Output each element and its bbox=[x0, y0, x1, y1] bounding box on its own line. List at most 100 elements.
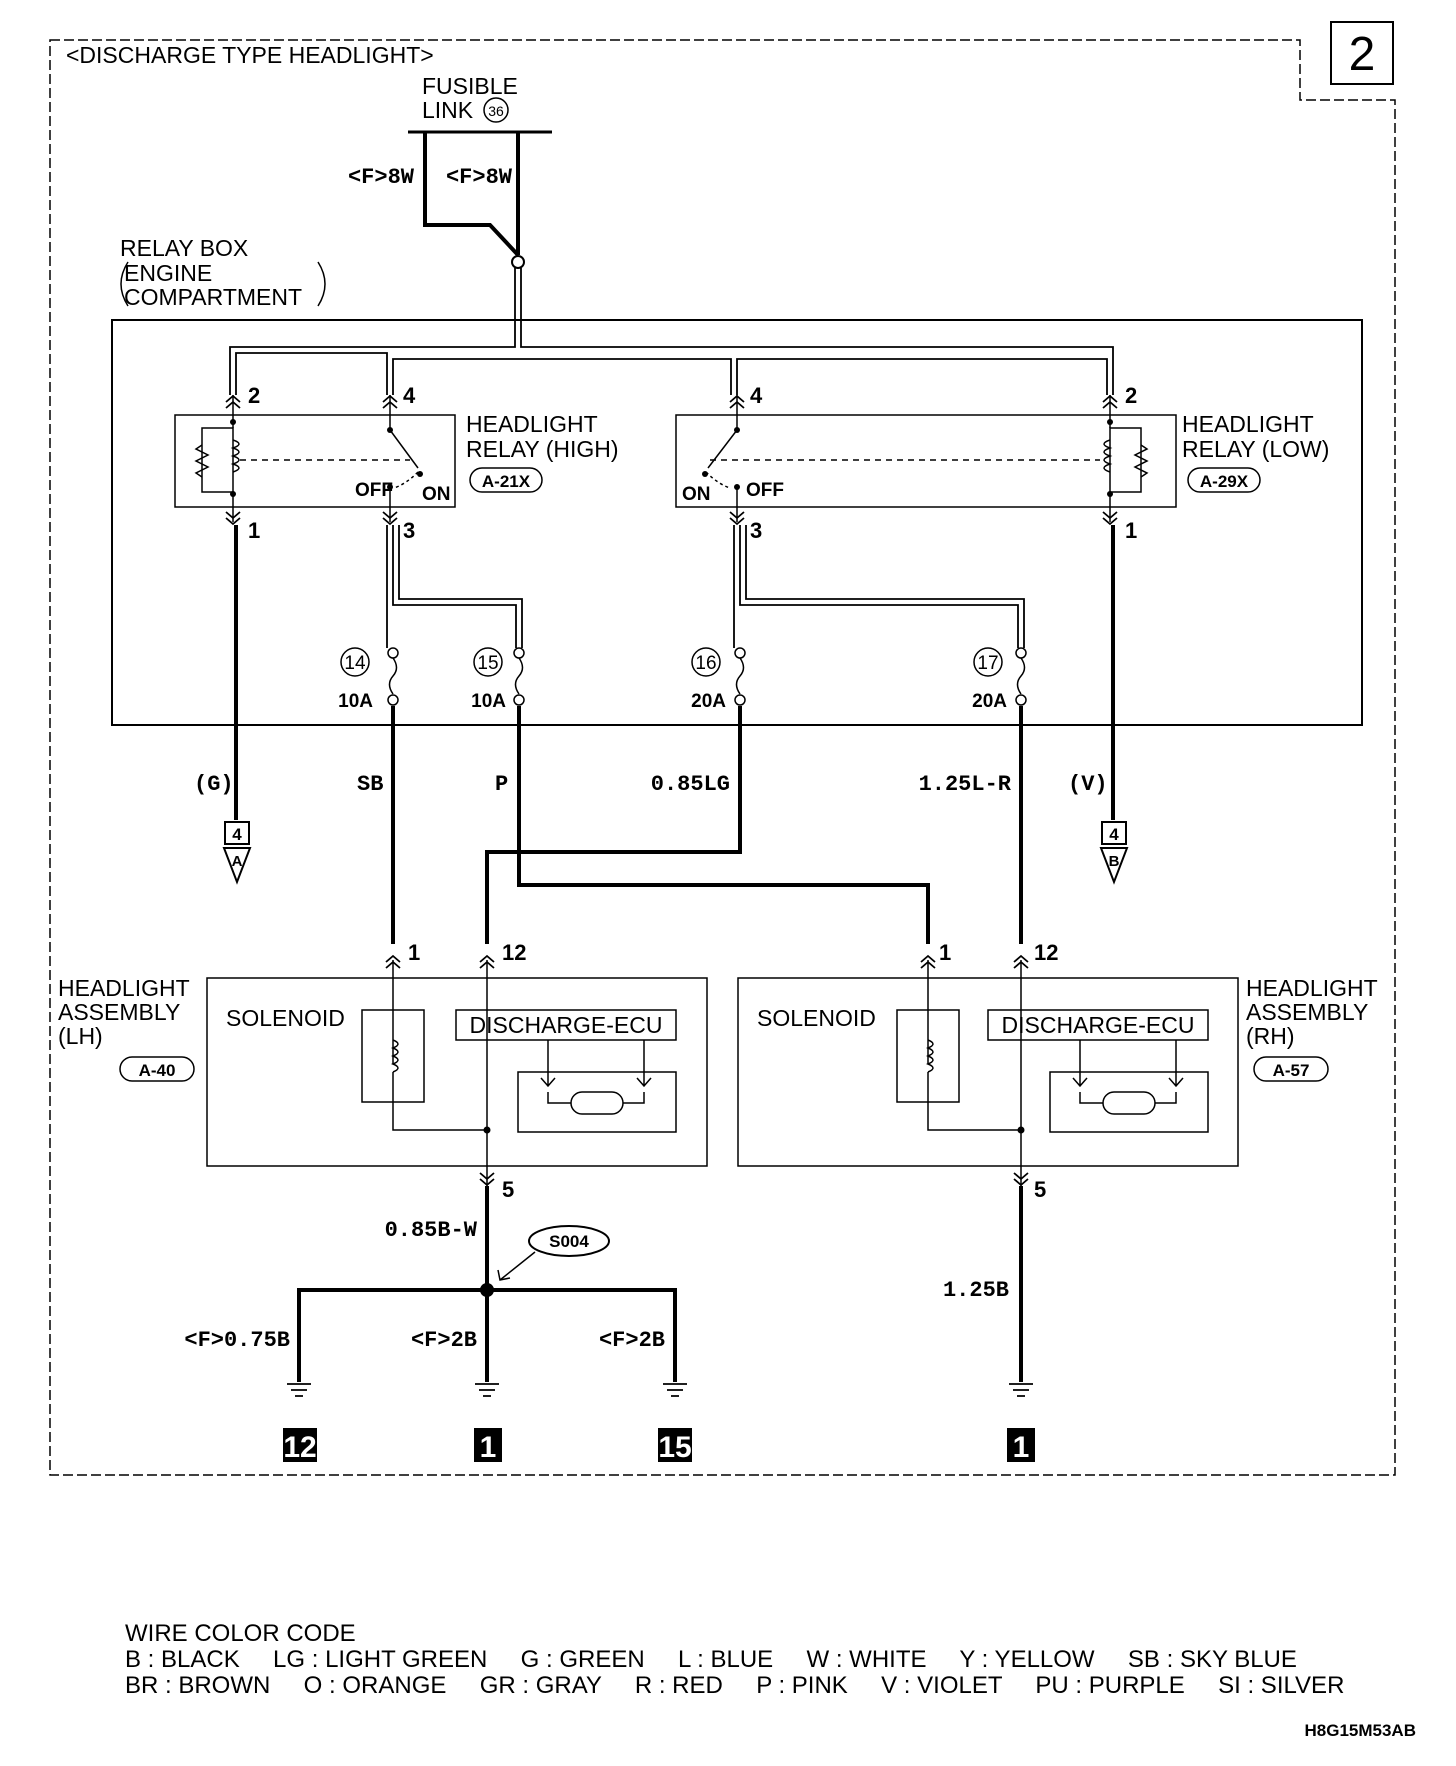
assembly-rh-connector-box bbox=[1253, 1056, 1329, 1082]
fuse-17-number: 17 bbox=[977, 653, 998, 674]
splice-label: S004 bbox=[549, 1232, 589, 1251]
fuse-14-number: 14 bbox=[344, 653, 366, 674]
wire-label-f2b-a: <F>2B bbox=[411, 1328, 477, 1353]
assembly-lh-solenoid: SOLENOID bbox=[226, 1005, 345, 1031]
assembly-rh-pin-5: 5 bbox=[1034, 1177, 1046, 1202]
assembly-lh-pin-1: 1 bbox=[408, 940, 420, 965]
relay-low-pin-1: 1 bbox=[1125, 518, 1137, 543]
wire-color-code-title: WIRE COLOR CODE bbox=[125, 1620, 356, 1647]
assembly-lh-ecu-box bbox=[455, 1009, 677, 1041]
ground-point-1-rh-box bbox=[1007, 1428, 1035, 1462]
relay-high-contact-dot bbox=[387, 427, 393, 433]
assembly-lh-junction bbox=[483, 1126, 491, 1134]
assembly-rh-bulb bbox=[1102, 1091, 1156, 1115]
relay-box-label-3: COMPARTMENT bbox=[124, 284, 302, 310]
relay-high-on: ON bbox=[422, 484, 451, 505]
relay-low-label-2: RELAY (LOW) bbox=[1182, 436, 1329, 462]
splice-marker bbox=[528, 1225, 610, 1257]
fuse-15-rating: 10A bbox=[471, 691, 506, 712]
relay-box-paren-left bbox=[120, 261, 129, 307]
splice-leader bbox=[497, 1251, 536, 1281]
relay-low-coil-dot-bottom bbox=[1107, 491, 1113, 497]
relay-high-on-dot bbox=[417, 471, 423, 477]
fusible-link-number: 36 bbox=[488, 103, 504, 119]
wire-label-f2b-b: <F>2B bbox=[599, 1328, 665, 1353]
assembly-rh-label-2: ASSEMBLY bbox=[1246, 999, 1368, 1025]
ground-point-1-lh: 1 bbox=[480, 1431, 497, 1464]
assembly-lh-pin-5: 5 bbox=[502, 1177, 514, 1202]
fuse-16 bbox=[691, 647, 746, 706]
relay-low-label: HEADLIGHT bbox=[1182, 411, 1314, 437]
relay-box-outline bbox=[111, 319, 1363, 726]
assembly-rh-junction bbox=[1017, 1126, 1025, 1134]
relay-feed-bus bbox=[229, 268, 1114, 395]
wire-label-lg: 0.85LG bbox=[651, 772, 730, 797]
fuse-15 bbox=[473, 647, 525, 706]
assembly-rh-ecu: DISCHARGE-ECU bbox=[1002, 1012, 1195, 1038]
assembly-lh-label-3: (LH) bbox=[58, 1023, 103, 1049]
relay-low-on: ON bbox=[682, 484, 711, 505]
relay-low-on-dot bbox=[702, 471, 708, 477]
assembly-rh-bulb-box bbox=[1049, 1071, 1209, 1133]
assembly-lh-bulb bbox=[570, 1091, 624, 1115]
relay-high-pin-2: 2 bbox=[248, 383, 260, 408]
relay-high-box bbox=[174, 414, 456, 508]
diagram-frame bbox=[49, 39, 1396, 1476]
ground-symbols bbox=[287, 1383, 1033, 1397]
relay-low-off-dot bbox=[734, 484, 740, 490]
assembly-rh-solenoid: SOLENOID bbox=[757, 1005, 876, 1031]
fuse-16-rating: 20A bbox=[691, 691, 726, 712]
assembly-lh-internal bbox=[390, 960, 652, 1186]
wire-label-bw: 0.85B-W bbox=[385, 1218, 478, 1243]
assembly-terminal-arrows bbox=[385, 954, 1029, 1187]
assembly-lh-pin-12: 12 bbox=[502, 940, 526, 965]
assembly-lh-box bbox=[206, 977, 708, 1167]
assembly-rh-ecu-box bbox=[987, 1009, 1209, 1041]
assembly-lh-bulb-box bbox=[517, 1071, 677, 1133]
fuse-16-number: 16 bbox=[695, 653, 716, 674]
relay-low-connector: A-29X bbox=[1200, 472, 1249, 491]
ground-point-1-rh: 1 bbox=[1013, 1431, 1030, 1464]
continuation-a bbox=[222, 821, 252, 885]
assembly-lh-connector: A-40 bbox=[139, 1061, 176, 1080]
relay-low-contact-dot bbox=[734, 427, 740, 433]
assembly-lh-ecu: DISCHARGE-ECU bbox=[470, 1012, 663, 1038]
relay-low-pin-4: 4 bbox=[750, 383, 763, 408]
relay-low-coil-dot-top bbox=[1107, 419, 1113, 425]
wire-label-b125: 1.25B bbox=[943, 1278, 1009, 1303]
ground-point-1-lh-box bbox=[474, 1428, 502, 1462]
fuse-15-number: 15 bbox=[477, 653, 498, 674]
relay-high-coil-dot-bottom bbox=[230, 491, 236, 497]
assembly-rh-pin-12: 12 bbox=[1034, 940, 1058, 965]
assembly-rh-label-3: (RH) bbox=[1246, 1023, 1295, 1049]
assembly-lh-label-2: ASSEMBLY bbox=[58, 999, 180, 1025]
assembly-lh-label: HEADLIGHT bbox=[58, 975, 190, 1001]
relay-high-connector: A-21X bbox=[482, 472, 531, 491]
wire-color-code-row-1: B : BLACK LG : LIGHT GREEN G : GREEN L :… bbox=[125, 1646, 1297, 1673]
wire-label-g: (G) bbox=[194, 772, 234, 797]
wire-label-f075b: <F>0.75B bbox=[184, 1328, 290, 1353]
wire-label-sb: SB bbox=[357, 772, 383, 797]
fusible-link-label-2: LINK bbox=[422, 97, 474, 123]
continuation-a-page: 4 bbox=[232, 825, 242, 844]
ground-point-15: 15 bbox=[658, 1431, 691, 1464]
relay-high-pin-4: 4 bbox=[403, 383, 416, 408]
wire-label-lr: 1.25L-R bbox=[919, 772, 1012, 797]
fusible-link-label: FUSIBLE bbox=[422, 73, 518, 99]
relay-low-pin-3: 3 bbox=[750, 518, 762, 543]
fuse-17-rating: 20A bbox=[972, 691, 1007, 712]
feed-wire-label-left: <F>8W bbox=[348, 165, 415, 190]
ground-point-12: 12 bbox=[283, 1431, 316, 1464]
relay-box-label: RELAY BOX bbox=[120, 235, 248, 261]
terminal-arrows bbox=[225, 394, 1118, 526]
fuse-17 bbox=[973, 647, 1027, 706]
fuse-14-rating: 10A bbox=[338, 691, 373, 712]
splice-dot bbox=[480, 1283, 494, 1297]
wire-label-v: (V) bbox=[1068, 772, 1108, 797]
fusible-link-number-circle bbox=[483, 97, 509, 123]
fuse-14 bbox=[340, 647, 399, 706]
relay-low-off: OFF bbox=[746, 480, 784, 501]
relay-to-fuse-wires bbox=[386, 525, 1025, 648]
relay-low-pin-2: 2 bbox=[1125, 383, 1137, 408]
page-number-box bbox=[1330, 21, 1394, 85]
